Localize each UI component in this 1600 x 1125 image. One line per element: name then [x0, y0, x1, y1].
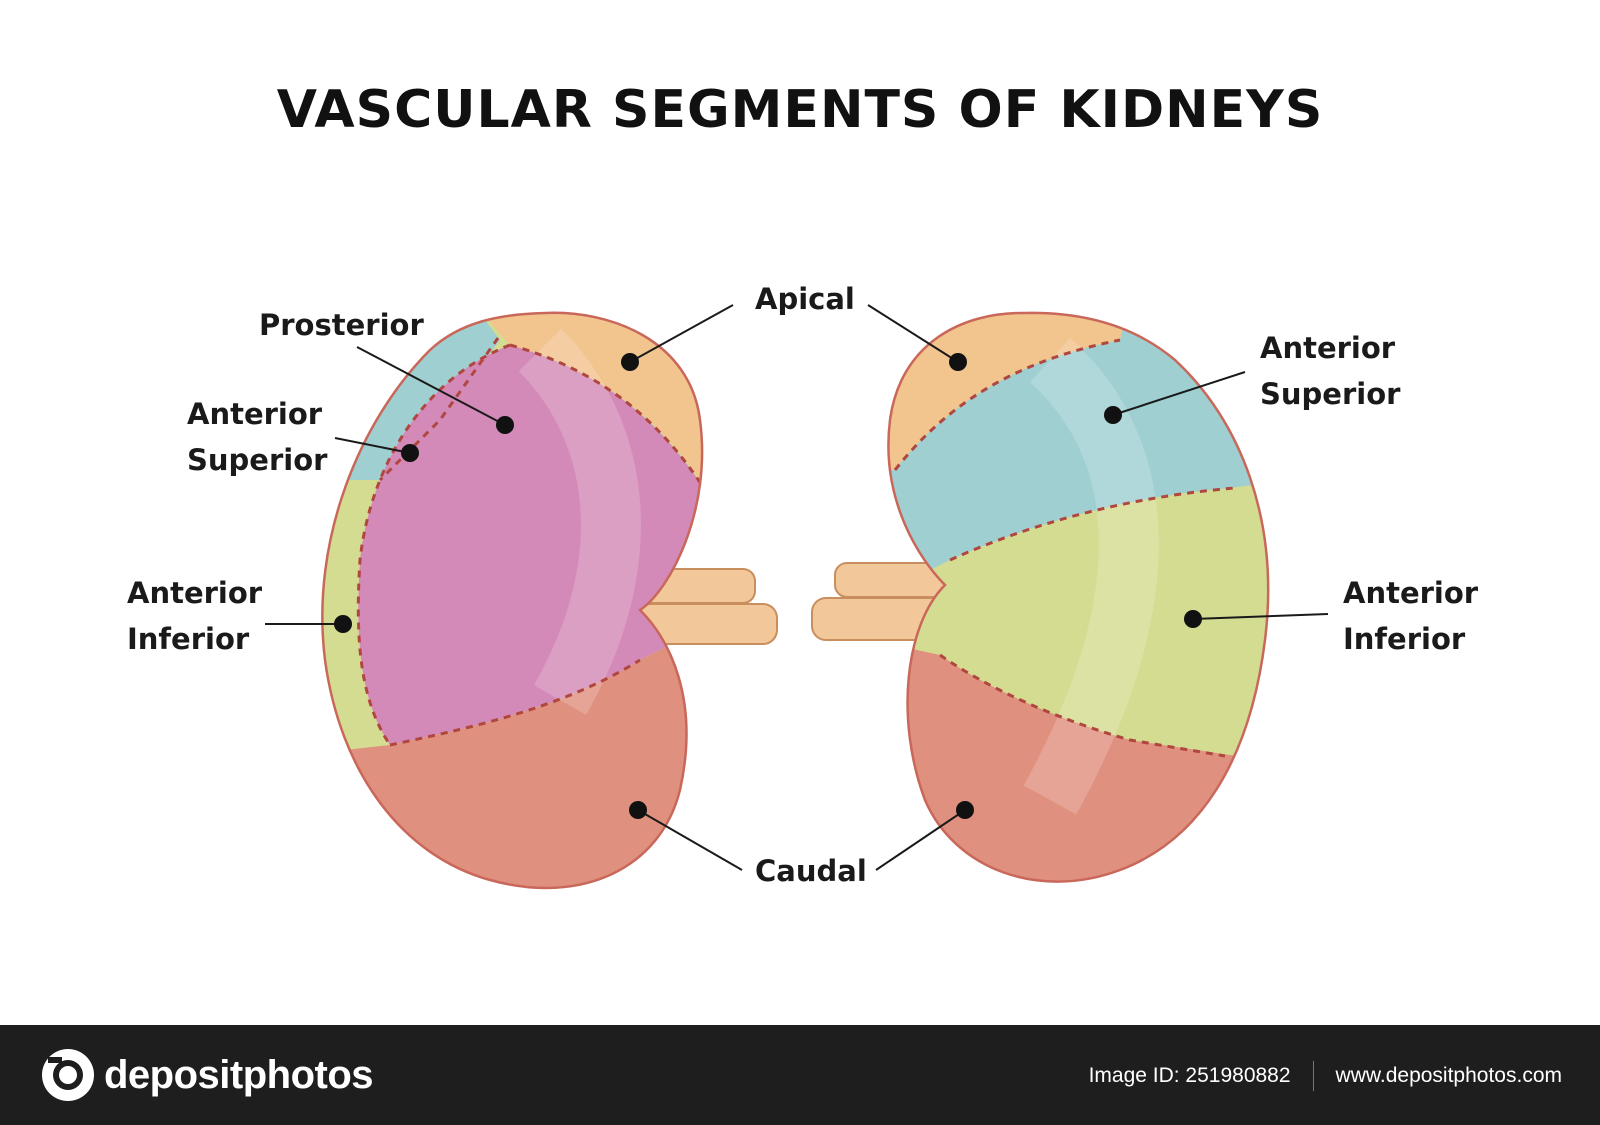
dot-right-anterior-inferior — [1184, 610, 1202, 628]
leader-lines — [265, 304, 1329, 871]
page-title: VASCULAR SEGMENTS OF KIDNEYS — [276, 80, 1324, 140]
label-right-anterior-superior: Anterior Superior — [1260, 325, 1400, 417]
right-boundary-caudal — [939, 653, 1226, 758]
leader-apical-left — [629, 304, 734, 363]
brand-logo[interactable]: depositphotos — [40, 1047, 374, 1103]
left-segment-posterior — [358, 345, 703, 745]
dot-left-caudal — [629, 801, 647, 819]
leader-left-anterior-superior — [334, 437, 411, 454]
leader-caudal-right — [875, 809, 966, 871]
dot-left-anterior-superior — [401, 444, 419, 462]
dot-right-caudal — [956, 801, 974, 819]
left-kidney-outline — [321, 311, 704, 890]
label-line: Anterior — [187, 397, 323, 431]
footer-bar: depositphotos Image ID: 251980882 www.de… — [0, 1025, 1600, 1125]
left-boundary-posterior — [356, 343, 511, 746]
dot-left-apical — [621, 353, 639, 371]
leader-posterior — [356, 346, 506, 426]
label-line: Anterior — [127, 576, 263, 610]
left-boundary-caudal — [389, 658, 641, 747]
right-segment-anterior-superior — [888, 312, 1269, 600]
right-kidney-outline — [887, 311, 1270, 883]
leader-caudal-left — [637, 809, 743, 871]
marker-dots — [334, 353, 1202, 819]
right-segment-apical — [888, 312, 1130, 470]
camera-icon — [42, 1049, 94, 1101]
label-line: Inferior — [127, 622, 250, 656]
leader-right-anterior-inferior — [1192, 613, 1329, 620]
label-left-anterior-inferior: Anterior Inferior — [127, 570, 262, 662]
dot-left-anterior-inferior — [334, 615, 352, 633]
label-caudal: Caudal — [755, 854, 867, 888]
right-boundary-superior — [949, 486, 1236, 562]
left-boundary-superior — [378, 337, 500, 482]
dot-right-apical — [949, 353, 967, 371]
label-line: Superior — [187, 443, 328, 477]
label-line: Anterior — [1343, 576, 1479, 610]
label-line: Inferior — [1343, 622, 1466, 656]
site-url[interactable]: www.depositphotos.com — [1335, 1064, 1562, 1087]
label-right-anterior-inferior: Anterior Inferior — [1343, 570, 1478, 662]
footer-meta: Image ID: 251980882 www.depositphotos.co… — [1089, 1061, 1562, 1091]
image-id: Image ID: 251980882 — [1088, 1064, 1291, 1087]
kidney-diagram — [265, 304, 1329, 890]
label-line: Anterior — [1260, 331, 1396, 365]
leader-right-anterior-superior — [1112, 371, 1246, 416]
left-segment-apical — [470, 312, 703, 500]
dot-right-anterior-superior — [1104, 406, 1122, 424]
label-apical: Apical — [755, 282, 855, 316]
leader-apical-right — [867, 304, 959, 363]
label-posterior: Prosterior — [259, 308, 424, 342]
separator — [1312, 1061, 1314, 1091]
dot-posterior — [496, 416, 514, 434]
label-left-anterior-superior: Anterior Superior — [187, 391, 327, 483]
label-line: Superior — [1260, 377, 1401, 411]
brand-name: depositphotos — [104, 1052, 374, 1097]
